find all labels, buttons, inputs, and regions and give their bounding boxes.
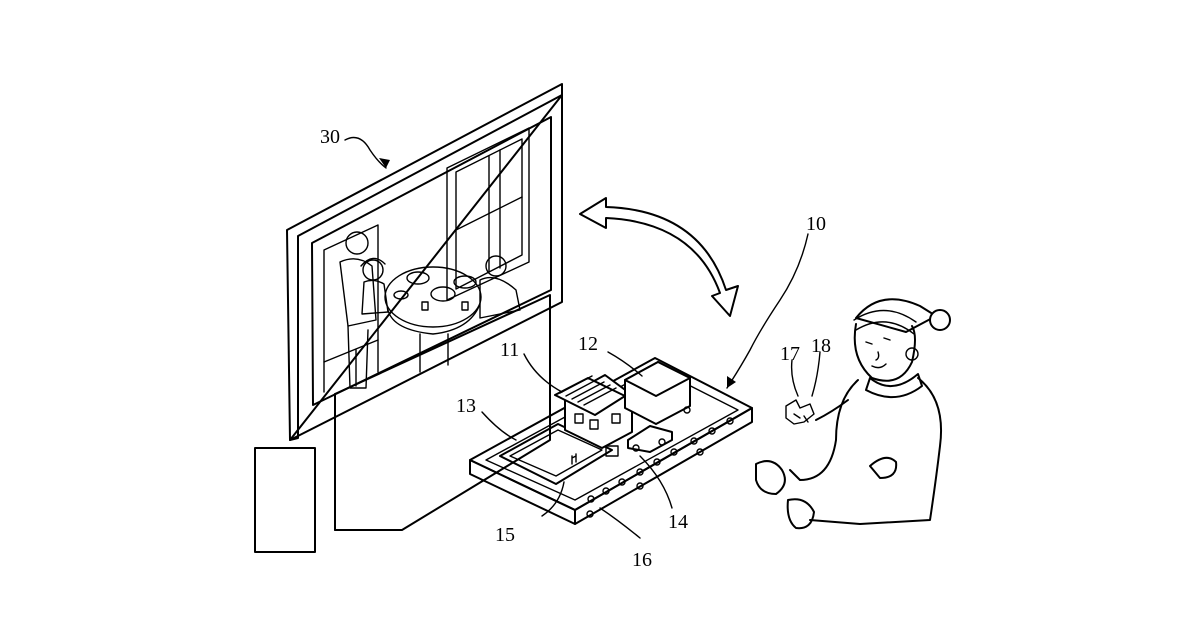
label-pool-item: 15 [495, 524, 515, 546]
child-figure [756, 299, 950, 528]
label-toy-left: 17 [780, 343, 800, 365]
label-buttons: 16 [632, 549, 652, 571]
label-display: 30 [320, 126, 340, 148]
label-house: 11 [500, 339, 519, 361]
label-pool: 13 [456, 395, 476, 417]
side-box [255, 448, 315, 552]
label-car: 14 [668, 511, 688, 533]
display-screen [287, 84, 562, 530]
interaction-arrow [580, 198, 738, 316]
label-garage: 12 [578, 333, 598, 355]
label-toy-right: 18 [811, 335, 831, 357]
house [555, 375, 632, 448]
label-playset: 10 [806, 213, 826, 235]
